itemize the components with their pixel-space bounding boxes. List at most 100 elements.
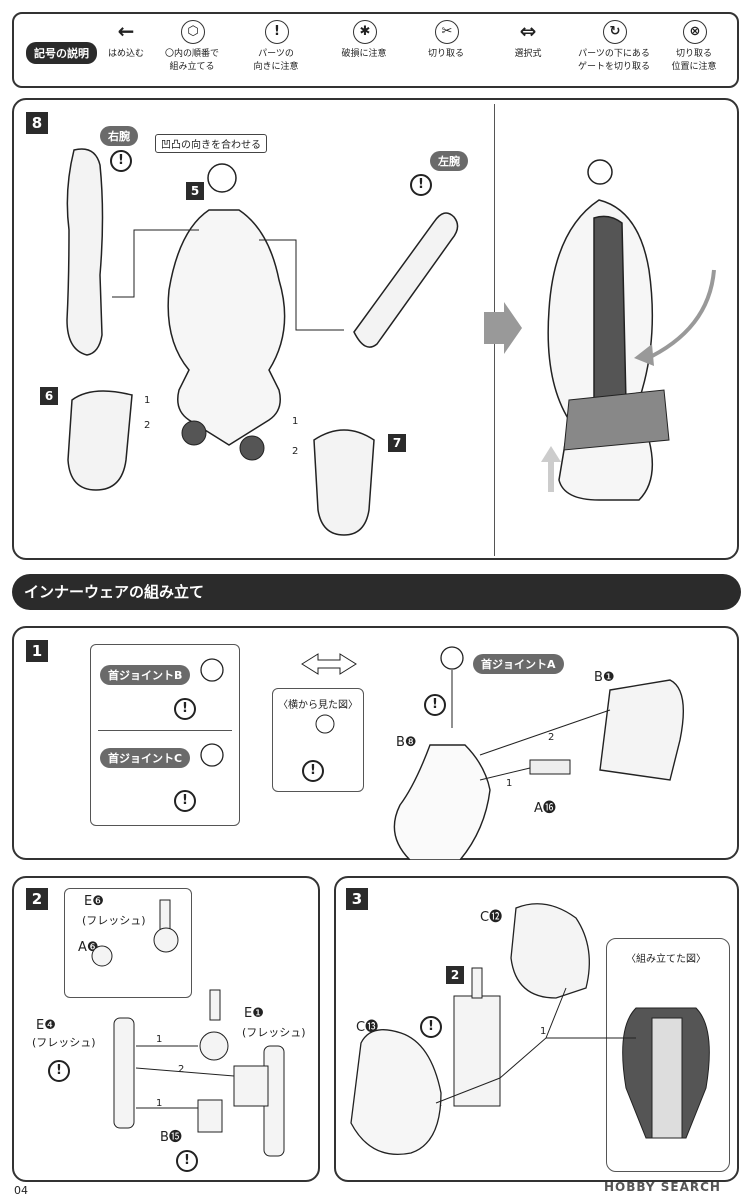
page-number: 04 <box>14 1184 28 1197</box>
result-head <box>587 159 613 185</box>
part-a16 <box>529 759 571 775</box>
order-2: 2 <box>548 732 555 743</box>
block-center <box>233 1065 269 1107</box>
flesh-detail-box <box>64 888 192 998</box>
legend-label-line: 切り取る <box>675 49 712 59</box>
order-1: 1 <box>292 416 299 427</box>
arm-connector-left <box>259 239 344 331</box>
torso <box>167 209 286 446</box>
guide-line <box>499 987 567 1079</box>
legend-label: パーツの向きに注意 <box>236 48 316 74</box>
assembled-view-box <box>606 938 730 1172</box>
next-arrow <box>484 302 522 354</box>
ref-step-2: 2 <box>446 966 464 984</box>
legend-label-line: 切り取る <box>427 49 464 59</box>
stick-e6 <box>159 899 171 931</box>
joint-e6 <box>153 927 179 953</box>
legend-label-line: 破損に注意 <box>341 49 387 59</box>
joint-c-label: 首ジョイントC <box>100 748 191 768</box>
guide-line <box>435 1077 501 1104</box>
right-arm-label: 右腕 <box>100 126 138 146</box>
ring-a6 <box>91 945 113 967</box>
part-6-label: 6 <box>40 387 58 405</box>
left-arm-label: 左腕 <box>430 151 468 171</box>
legend-label-line: 組み立てる <box>169 62 215 72</box>
step1-illustration <box>200 646 685 860</box>
order-1: 1 <box>156 1098 163 1109</box>
order-2: 2 <box>292 446 299 457</box>
leg-6 <box>67 390 133 491</box>
up-arrow <box>548 460 554 492</box>
section-title: インナーウェアの組み立て <box>12 574 741 610</box>
select-arrow <box>301 653 357 675</box>
arrow-line <box>135 1067 235 1077</box>
joint-a-label: 首ジョイントA <box>473 654 564 674</box>
legend-label: パーツの下にあるゲートを切り取る <box>574 48 654 74</box>
cut-icon: ✂ <box>435 20 459 44</box>
order-2: 2 <box>144 420 151 431</box>
double-arrow-icon: ⇔ <box>517 20 539 42</box>
part-b8-label: B❽ <box>396 735 417 750</box>
legend-label: 破損に注意 <box>324 48 404 61</box>
part-b1-label: B❶ <box>594 670 615 685</box>
result-arm <box>593 215 627 414</box>
part-c13 <box>350 1029 442 1155</box>
guide-line <box>479 767 531 781</box>
side-joint-ball <box>315 714 335 734</box>
brand-watermark: HOBBY SEARCH <box>604 1180 721 1194</box>
joint-options-divider <box>98 730 232 731</box>
warning-icon: ! <box>110 150 132 172</box>
joint-a-ball <box>440 646 464 670</box>
rotate-arrow <box>643 269 716 362</box>
flesh-label: (フレッシュ) <box>242 1026 306 1039</box>
guide-line <box>479 709 611 756</box>
side-view-box <box>272 688 364 792</box>
legend-label-line: ゲートを切り取る <box>577 62 650 72</box>
step2-illustration <box>91 899 285 1157</box>
legend-label: 〇内の順番で組み立てる <box>152 48 232 74</box>
warning-icon: ! <box>410 174 432 196</box>
stick-e1 <box>209 989 221 1021</box>
legend-label: 切り取る位置に注意 <box>654 48 734 74</box>
frame-stick <box>471 967 483 999</box>
legend-title: 記号の説明 <box>26 42 97 64</box>
order-2: 2 <box>178 1064 185 1075</box>
warning-icon: ! <box>176 1150 198 1172</box>
step8-illustration <box>66 148 716 536</box>
order-1: 1 <box>144 395 151 406</box>
warning-icon: ! <box>420 1016 442 1038</box>
legend-label: 切り取る <box>406 48 486 61</box>
order-1: 1 <box>156 1034 163 1045</box>
warning-icon: ! <box>302 760 324 782</box>
arrow-left-icon: ← <box>115 20 137 42</box>
step-number: 8 <box>26 112 48 134</box>
leg-7 <box>313 429 375 536</box>
legend-label-line: パーツの下にある <box>578 49 650 59</box>
part-7-label: 7 <box>388 434 406 452</box>
gate-cut-icon: ↻ <box>603 20 627 44</box>
joint-options-box <box>90 644 240 826</box>
part-5-label: 5 <box>186 182 204 200</box>
left-arm <box>353 212 459 348</box>
cut-position-icon: ⊗ <box>683 20 707 44</box>
legend-label: 選択式 <box>488 48 568 61</box>
head-joint <box>207 163 237 193</box>
part-c12 <box>510 903 590 999</box>
right-arm <box>66 148 104 356</box>
side-view-label: 〈横から見た図〉 <box>278 700 358 711</box>
arm-connector-right <box>112 229 199 298</box>
body-b8 <box>393 744 491 860</box>
part-b15-label: B⓯ <box>160 1130 182 1145</box>
part-b1 <box>599 679 685 781</box>
align-note: 凹凸の向きを合わせる <box>155 134 267 153</box>
order-1: 1 <box>540 1026 547 1037</box>
legend-label-line: 向きに注意 <box>253 62 299 72</box>
legend-label-line: パーツの <box>258 49 294 59</box>
part-c12-label: C⓬ <box>480 910 503 925</box>
part-e4-label: E❹ <box>36 1018 56 1033</box>
warning-icon: ! <box>424 694 446 716</box>
legend-label-line: 〇内の順番で <box>164 49 219 59</box>
joint-b-label: 首ジョイントB <box>100 665 191 685</box>
joint-c-ball <box>200 743 224 767</box>
joint-e1 <box>199 1031 229 1061</box>
